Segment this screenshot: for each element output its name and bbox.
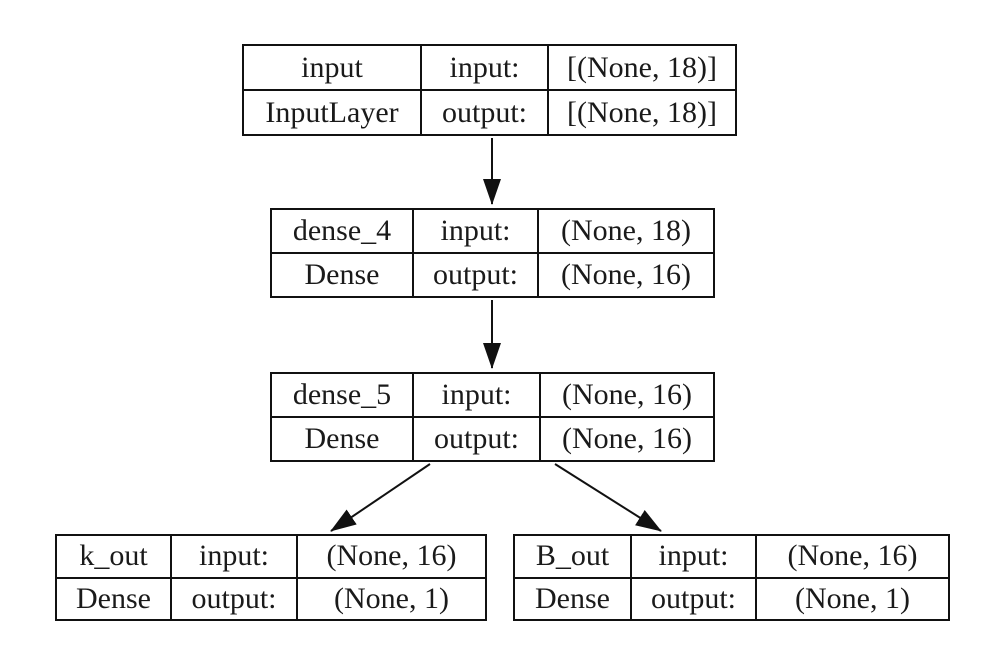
output-label: output: [433,422,519,455]
node-dense_5: dense_5 Dense input: output: (None, 16) … [270,372,715,462]
node-B_out-shape-column: (None, 16) (None, 1) [757,536,948,619]
layer-name: dense_4 [272,210,412,254]
output-shape: [(None, 18)] [567,95,717,129]
output-label: output: [432,258,518,291]
input-label: input: [172,536,296,579]
input-shape: (None, 18) [539,210,713,254]
node-dense_5-id-column: dense_5 Dense [272,374,414,460]
layer-type: Dense [304,422,380,455]
layer-name: dense_5 [272,374,412,418]
node-dense_4-shape-column: (None, 18) (None, 16) [539,210,713,296]
node-k_out: k_out Dense input: output: (None, 16) (N… [55,534,487,621]
node-dense_5-io-column: input: output: [414,374,541,460]
node-k_out-io-column: input: output: [172,536,298,619]
input-shape: (None, 16) [298,536,485,579]
input-label: input: [632,536,755,579]
output-shape: (None, 1) [795,581,910,615]
node-dense_4: dense_4 Dense input: output: (None, 18) … [270,208,715,298]
output-shape: (None, 16) [561,258,691,291]
edge-dense_5-to-k_out [330,463,431,532]
output-label: output: [441,95,527,129]
node-dense_4-io-column: input: output: [414,210,539,296]
layer-type: InputLayer [265,95,399,129]
layer-name: k_out [57,536,170,579]
node-dense_4-id-column: dense_4 Dense [272,210,414,296]
output-label: output: [191,581,277,615]
output-shape: (None, 1) [334,581,449,615]
layer-type: Dense [304,258,380,291]
layer-type: Dense [76,581,151,615]
node-input-shape-column: [(None, 18)] [(None, 18)] [549,46,735,134]
node-input: input InputLayer input: output: [(None, … [242,44,737,136]
input-label: input: [414,374,539,418]
node-B_out-io-column: input: output: [632,536,757,619]
input-shape: (None, 16) [541,374,713,418]
input-label: input: [414,210,537,254]
node-input-id-column: input InputLayer [244,46,422,134]
input-shape: (None, 16) [757,536,948,579]
edge-dense_5-to-B_out [554,463,662,532]
layer-name: B_out [515,536,630,579]
node-k_out-shape-column: (None, 16) (None, 1) [298,536,485,619]
node-B_out: B_out Dense input: output: (None, 16) (N… [513,534,950,621]
node-input-io-column: input: output: [422,46,549,134]
output-label: output: [650,581,736,615]
node-dense_5-shape-column: (None, 16) (None, 16) [541,374,713,460]
node-B_out-id-column: B_out Dense [515,536,632,619]
input-label: input: [422,46,547,91]
input-shape: [(None, 18)] [549,46,735,91]
layer-name: input [244,46,420,91]
node-k_out-id-column: k_out Dense [57,536,172,619]
layer-type: Dense [535,581,610,615]
output-shape: (None, 16) [562,422,692,455]
